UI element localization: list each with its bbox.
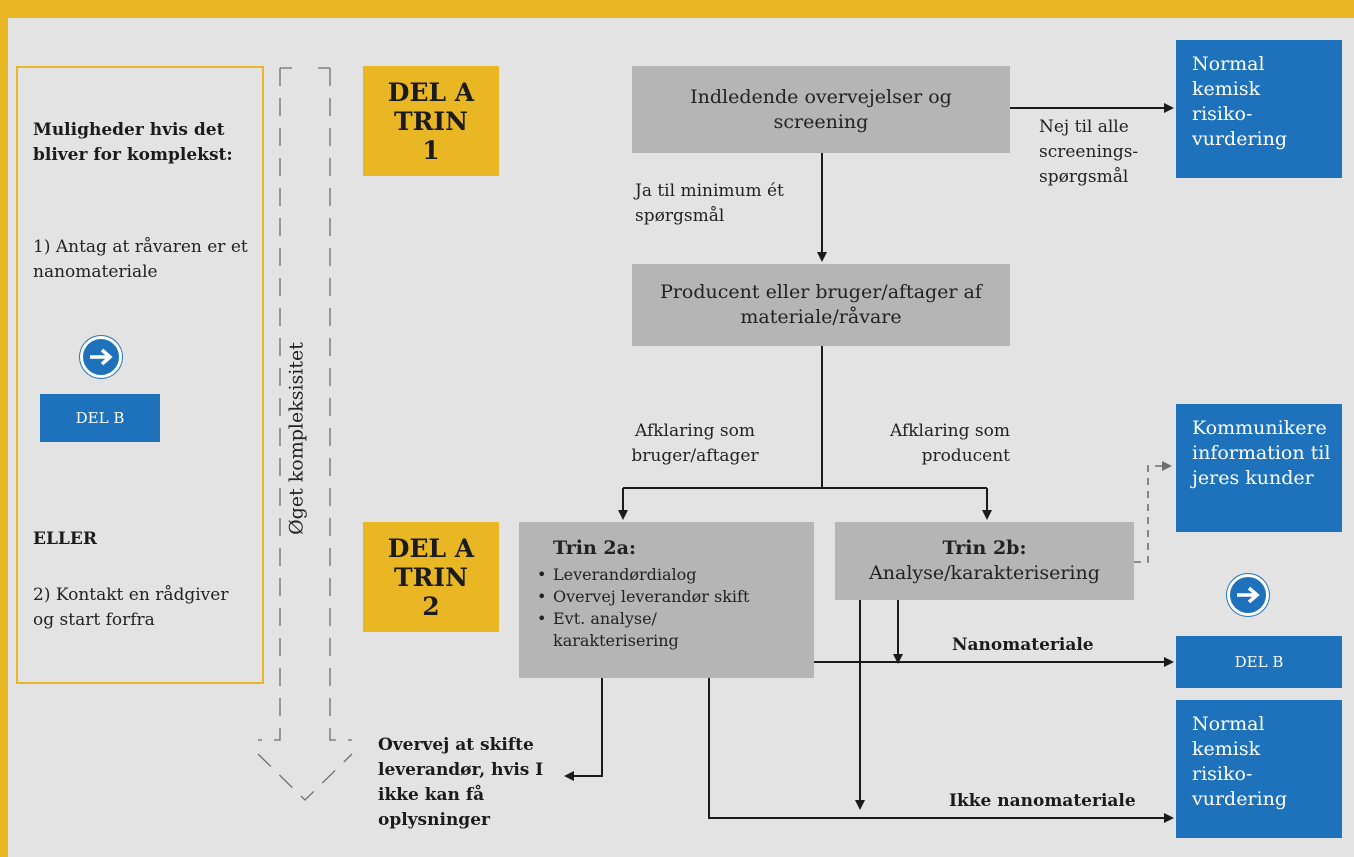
box-producent-text: Producent eller bruger/aftager af materi… [660,281,982,328]
eller-label: ELLER [33,529,97,549]
connector-overvej [564,678,603,781]
trin2b-subtitle: Analyse/karakterisering [869,562,1100,584]
del-a-trin1-tag: DEL A TRIN 1 [363,66,499,176]
del-a-trin2-text: DEL A TRIN 2 [387,533,475,621]
trin2a-item: Overvej leverandør skift [533,586,800,608]
complexity-arrow-left [258,68,281,741]
label-ikke-nanomateriale: Ikke nanomateriale [949,791,1136,811]
box-producent: Producent eller bruger/aftager af materi… [632,264,1010,346]
complexity-arrow-head [257,753,353,801]
complexity-arrow-right [329,68,352,741]
del-a-trin2-tag: DEL A TRIN 2 [363,522,499,632]
label-nanomateriale: Nanomateriale [952,635,1094,655]
trin2a-list: Leverandørdialog Overvej leverandør skif… [533,564,800,652]
trin2a-item: Evt. analyse/ karakterisering [533,608,733,652]
connector-split [623,346,987,489]
option-1-text: 1) Antag at råvaren er et nanomateriale [33,237,248,282]
box-normal-bottom: Normal kemisk risiko- vurdering [1176,700,1342,838]
diagram-canvas [8,18,1354,857]
box-normal-bottom-text: Normal kemisk risiko- vurdering [1192,713,1288,810]
box-normal-top: Normal kemisk risiko- vurdering [1176,40,1342,178]
label-ja: Ja til minimum ét spørgsmål [635,181,784,226]
label-nej: Nej til alle screenings- spørgsmål [1039,117,1139,187]
options-heading: Muligheder hvis det bliver for komplekst… [33,120,233,165]
box-kommunikere-text: Kommunikere information til jeres kunder [1192,417,1331,489]
trin2b-title: Trin 2b: [942,537,1027,559]
del-b-button-right[interactable]: DEL B [1176,636,1342,688]
box-trin2b: Trin 2b: Analyse/karakterisering [835,522,1134,600]
arrow-right-circle-icon [80,336,122,378]
option-2-text: 2) Kontakt en rådgiver og start forfra [33,585,229,630]
trin2a-title: Trin 2a: [553,537,636,559]
del-b-button-left[interactable]: DEL B [40,394,160,442]
label-afklaring-producent: Afklaring som producent [889,421,1010,466]
box-kommunikere: Kommunikere information til jeres kunder [1176,404,1342,532]
box-screening: Indledende overvejelser og screening [632,66,1010,153]
label-overvej: Overvej at skifte leverandør, hvis I ikk… [378,735,544,830]
arrow-right-circle-icon [1227,574,1269,616]
box-trin2a: Trin 2a: Leverandørdialog Overvej levera… [519,522,814,678]
label-afklaring-bruger: Afklaring som bruger/aftager [631,421,759,466]
connector-ikke-nanomateriale [708,678,1174,823]
trin2a-item: Leverandørdialog [533,564,800,586]
connector-kommunikere [1134,461,1172,563]
del-a-trin1-text: DEL A TRIN 1 [387,77,475,165]
options-panel [16,66,264,684]
box-normal-top-text: Normal kemisk risiko- vurdering [1192,53,1288,150]
box-screening-text: Indledende overvejelser og screening [690,85,952,133]
